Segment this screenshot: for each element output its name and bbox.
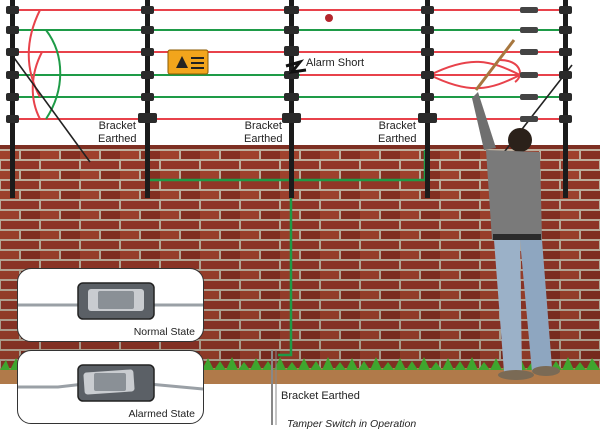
alarm-short-label: Alarm Short xyxy=(306,57,365,69)
normal-switch-icon xyxy=(18,282,203,320)
insulator-icon xyxy=(6,6,572,123)
warning-sign-icon xyxy=(167,49,209,75)
normal-state-caption: Normal State xyxy=(133,326,195,338)
alarmed-state-caption: Alarmed State xyxy=(128,408,195,420)
tamper-switch-icon xyxy=(271,350,277,425)
alarmed-state-inset: Alarmed State xyxy=(17,350,204,424)
normal-state-inset: Normal State xyxy=(17,268,204,342)
strainer-device xyxy=(325,14,333,22)
person-figure xyxy=(472,39,560,380)
tamper-caption: Tamper Switch in Operation xyxy=(287,418,417,430)
alarm-short-icon xyxy=(285,59,307,75)
alarmed-switch-icon xyxy=(18,364,203,402)
bracket-earthed-bottom-label: Bracket Earthed xyxy=(281,390,360,402)
